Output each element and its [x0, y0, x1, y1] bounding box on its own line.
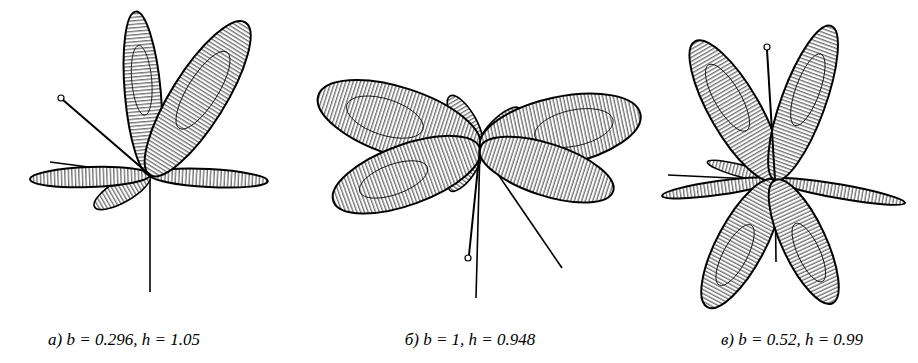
surface-a: [30, 8, 269, 292]
subfigure-caption: б) b = 1, h = 0.948: [405, 330, 536, 350]
subfigure-caption: в) b = 0.52, h = 0.99: [721, 330, 863, 350]
surface-c: [661, 18, 906, 318]
surface-b: [308, 63, 648, 298]
subfigure-caption: а) b = 0.296, h = 1.05: [48, 330, 200, 350]
